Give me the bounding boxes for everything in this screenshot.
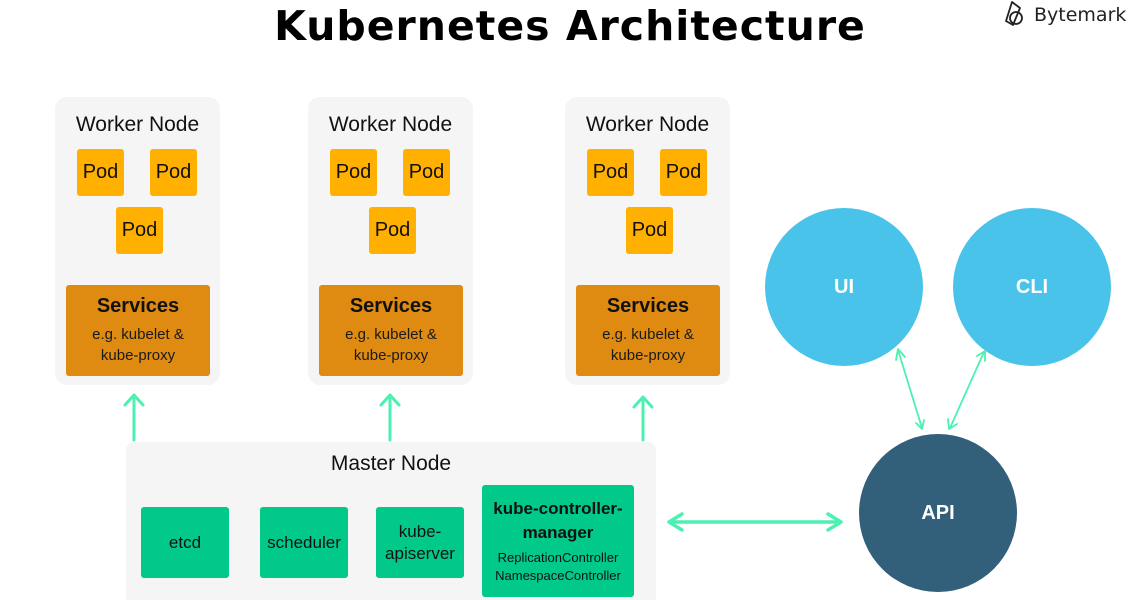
worker-node-3: Worker Node Pod Pod Pod Services e.g. ku… (565, 97, 730, 385)
pod: Pod (116, 207, 163, 254)
pod: Pod (330, 149, 377, 196)
diagram-title: Kubernetes Architecture (274, 2, 866, 50)
pod: Pod (369, 207, 416, 254)
pod: Pod (150, 149, 197, 196)
controller-manager-title-line1: kube-controller- (493, 499, 623, 518)
services-desc-line1: e.g. kubelet & (92, 326, 184, 343)
services-desc-line2: kube-proxy (100, 347, 176, 364)
services-title: Services (606, 295, 690, 317)
arrow-master-to-worker-2 (379, 393, 401, 442)
ui-label: UI (834, 275, 854, 298)
pod: Pod (660, 149, 707, 196)
kube-apiserver-box: kube- apiserver (376, 507, 464, 578)
etcd-label: etcd (168, 532, 202, 552)
services-desc-line2: kube-proxy (353, 347, 429, 364)
worker-node-2: Worker Node Pod Pod Pod Services e.g. ku… (308, 97, 473, 385)
worker-node-1: Worker Node Pod Pod Pod Services e.g. ku… (55, 97, 220, 385)
brand-name: Bytemark (1034, 4, 1127, 26)
services-title: Services (349, 295, 433, 317)
worker-node-label: Worker Node (328, 113, 453, 136)
arrow-api-cli (947, 350, 986, 430)
scheduler-label: scheduler (267, 532, 341, 552)
services-desc-line1: e.g. kubelet & (602, 326, 694, 343)
arrow-master-to-worker-1 (123, 393, 145, 442)
services-box: Services e.g. kubelet & kube-proxy (66, 285, 210, 376)
scheduler-box: scheduler (260, 507, 348, 578)
master-node-label: Master Node (330, 452, 452, 475)
worker-node-label: Worker Node (585, 113, 710, 136)
worker-node-label: Worker Node (75, 113, 200, 136)
pod: Pod (77, 149, 124, 196)
services-desc-line1: e.g. kubelet & (345, 326, 437, 343)
apiserver-label-line2: apiserver (385, 543, 455, 563)
pod: Pod (626, 207, 673, 254)
api-circle: API (859, 434, 1017, 592)
services-desc-line2: kube-proxy (610, 347, 686, 364)
services-title: Services (96, 295, 180, 317)
api-label: API (921, 501, 955, 524)
cli-label: CLI (1015, 275, 1049, 298)
services-box: Services e.g. kubelet & kube-proxy (576, 285, 720, 376)
arrow-api-ui (895, 348, 925, 430)
ui-circle: UI (765, 208, 923, 366)
cli-circle: CLI (953, 208, 1111, 366)
etcd-box: etcd (141, 507, 229, 578)
apiserver-label-line1: kube- (398, 521, 442, 541)
master-node: Master Node etcd scheduler kube- apiserv… (126, 442, 656, 600)
bytemark-logo-icon (1000, 0, 1028, 32)
pod: Pod (403, 149, 450, 196)
controller-manager-title-line2: manager (522, 523, 594, 542)
namespace-controller-label: NamespaceController (495, 568, 621, 583)
arrow-master-api (667, 512, 843, 532)
kube-controller-manager-box: kube-controller- manager ReplicationCont… (482, 485, 634, 597)
brand-logo: Bytemark (1000, 0, 1126, 30)
replication-controller-label: ReplicationController (497, 550, 619, 565)
services-box: Services e.g. kubelet & kube-proxy (319, 285, 463, 376)
arrow-master-to-worker-3 (632, 395, 654, 442)
pod: Pod (587, 149, 634, 196)
